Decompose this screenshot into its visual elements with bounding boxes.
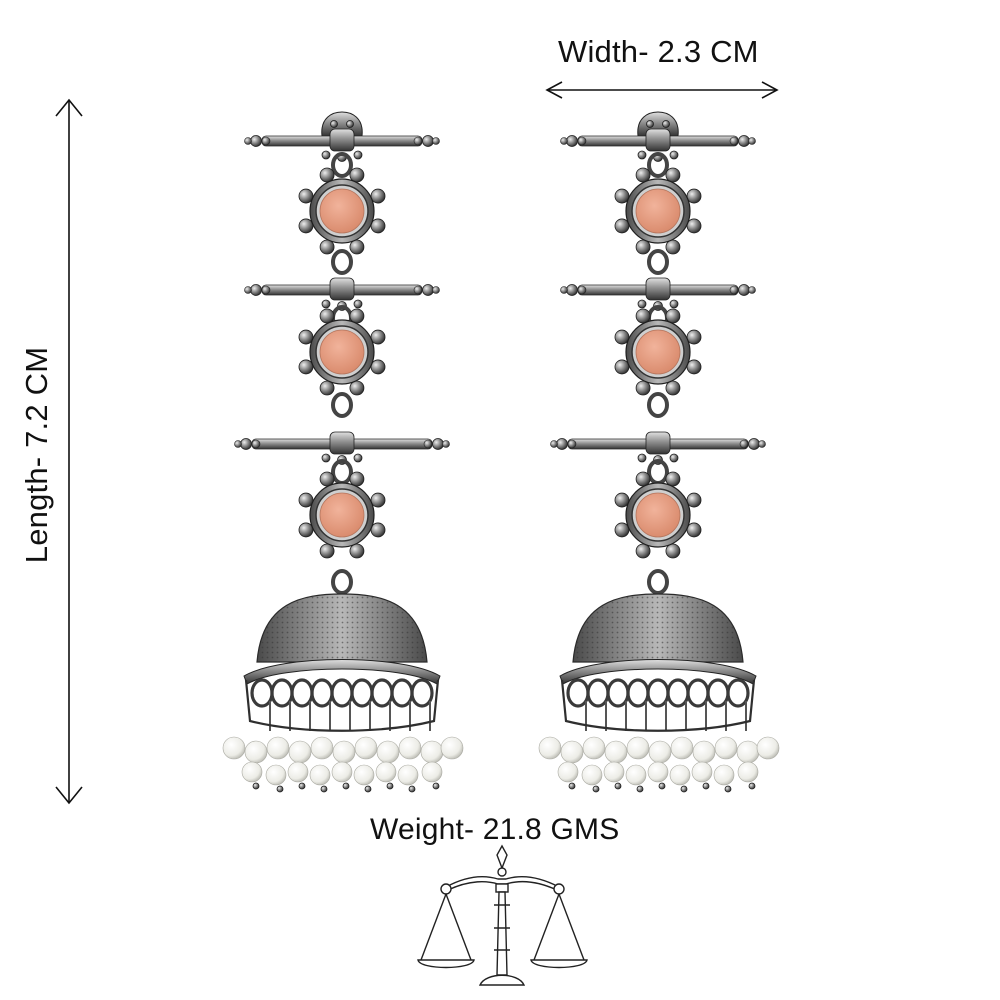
stone — [319, 329, 365, 375]
metal-bar — [244, 277, 440, 311]
stone-flower — [298, 471, 386, 559]
stone — [635, 492, 681, 538]
stone — [635, 188, 681, 234]
width-arrow — [545, 81, 779, 99]
jump-ring — [331, 249, 353, 275]
width-label: Width- 2.3 CM — [558, 34, 759, 69]
scale-icon — [417, 844, 588, 986]
stone-flower — [298, 308, 386, 396]
length-label: Length- 7.2 CM — [19, 346, 54, 564]
jhumka-bell — [538, 569, 780, 793]
jump-ring — [331, 152, 353, 178]
earring-left — [222, 111, 464, 793]
pearl-cluster — [222, 736, 464, 793]
jump-ring — [331, 392, 353, 418]
stone — [319, 492, 365, 538]
stone-flower — [614, 167, 702, 255]
metal-bar — [560, 128, 756, 162]
metal-bar — [244, 128, 440, 162]
length-arrow — [55, 98, 83, 805]
jump-ring — [647, 569, 669, 595]
weight-label: Weight- 21.8 GMS — [370, 813, 620, 846]
pearl-cluster — [538, 736, 780, 793]
jhumka-bell — [222, 569, 464, 793]
stone-flower — [298, 167, 386, 255]
jump-ring — [331, 569, 353, 595]
stone — [319, 188, 365, 234]
stone-flower — [614, 308, 702, 396]
jump-ring — [647, 152, 669, 178]
stone-flower — [614, 471, 702, 559]
stone — [635, 329, 681, 375]
metal-bar — [550, 431, 766, 465]
metal-bar — [234, 431, 450, 465]
jump-ring — [647, 249, 669, 275]
earring-right — [538, 111, 780, 793]
jump-ring — [647, 392, 669, 418]
metal-bar — [560, 277, 756, 311]
